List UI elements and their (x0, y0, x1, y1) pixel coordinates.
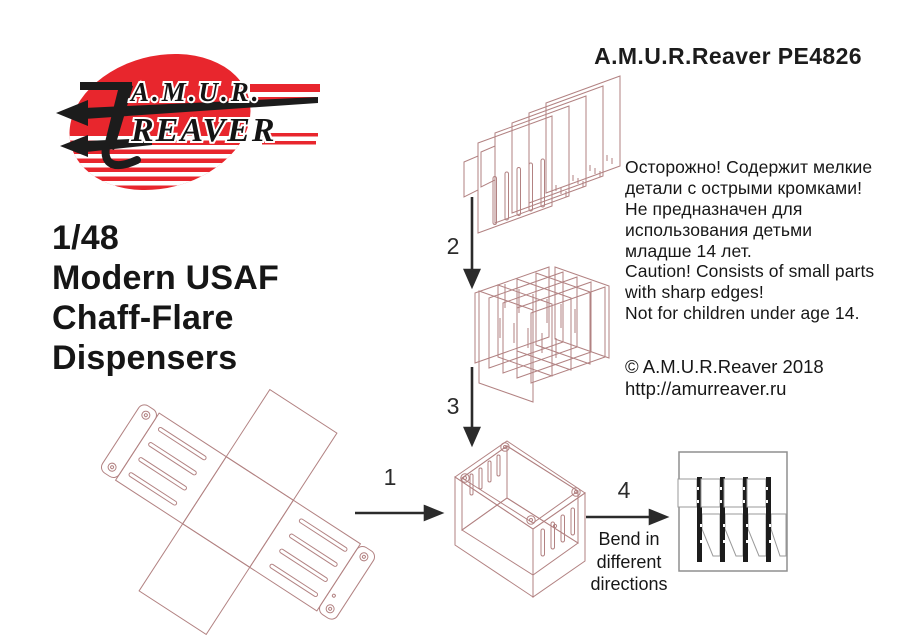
bend-units (677, 477, 787, 562)
logo-arrow-mark (56, 82, 318, 170)
amur-reaver-logo: A.M.U.R. REAVER (55, 53, 320, 191)
step-2-label: 2 (446, 233, 460, 259)
kit-title: 1/48 Modern USAF Chaff-Flare Dispensers (52, 219, 279, 377)
step-1-label: 1 (383, 464, 397, 490)
diagram-flat-part (100, 388, 376, 635)
logo-text-reaver: REAVER (130, 112, 277, 149)
diagram-dispenser-box (454, 440, 586, 598)
diagram-plate-stack (463, 75, 621, 234)
bend-instruction: Bend in different directions (590, 529, 668, 594)
step-3-arrow-icon (463, 367, 481, 448)
step-1-arrow-icon (355, 504, 445, 522)
diagram-eggcrate (474, 266, 610, 403)
copyright-block: © A.M.U.R.Reaver 2018 http://amurreaver.… (625, 356, 824, 400)
logo-text-amur: A.M.U.R. (129, 77, 262, 107)
step-4-label: 4 (617, 477, 631, 503)
step-4-arrow-icon (586, 508, 670, 526)
diagram-bend-detail (677, 451, 788, 572)
logo-stripes (55, 136, 266, 186)
warning-english: Caution! Consists of small parts with sh… (625, 261, 875, 323)
step-2-arrow-icon (463, 197, 481, 290)
product-code: A.M.U.R.Reaver PE4826 (594, 43, 862, 69)
website-url: http://amurreaver.ru (625, 378, 787, 399)
step-3-label: 3 (446, 393, 460, 419)
warning-russian: Осторожно! Содержит мелкие детали с остр… (625, 157, 873, 261)
copyright-line: © A.M.U.R.Reaver 2018 (625, 356, 824, 377)
